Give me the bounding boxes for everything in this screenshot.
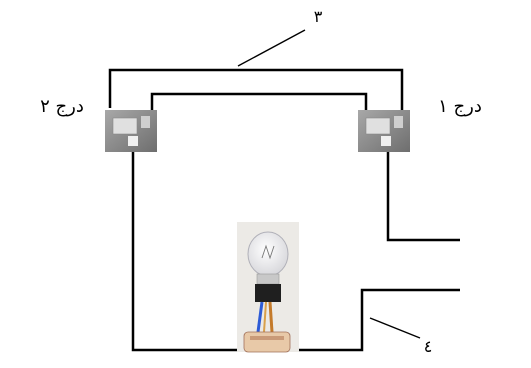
switch-2-to-lamp-wire xyxy=(131,150,245,352)
switch-1 xyxy=(358,110,410,152)
label-wire-4: ٤ xyxy=(424,337,433,356)
label-wire-3: ۳ xyxy=(314,7,323,26)
switch-1-supply-wire xyxy=(386,150,460,242)
switch-2 xyxy=(105,110,157,152)
label-switch-1: درج ۱ xyxy=(438,96,482,117)
pointer-3 xyxy=(237,29,306,67)
pointer-4 xyxy=(369,317,421,339)
traveler-wire xyxy=(150,92,368,110)
lamp xyxy=(237,222,299,353)
wire-3 xyxy=(108,68,404,110)
wire-4 xyxy=(290,288,460,352)
label-switch-2: درج ۲ xyxy=(40,96,84,117)
wires xyxy=(108,29,460,352)
